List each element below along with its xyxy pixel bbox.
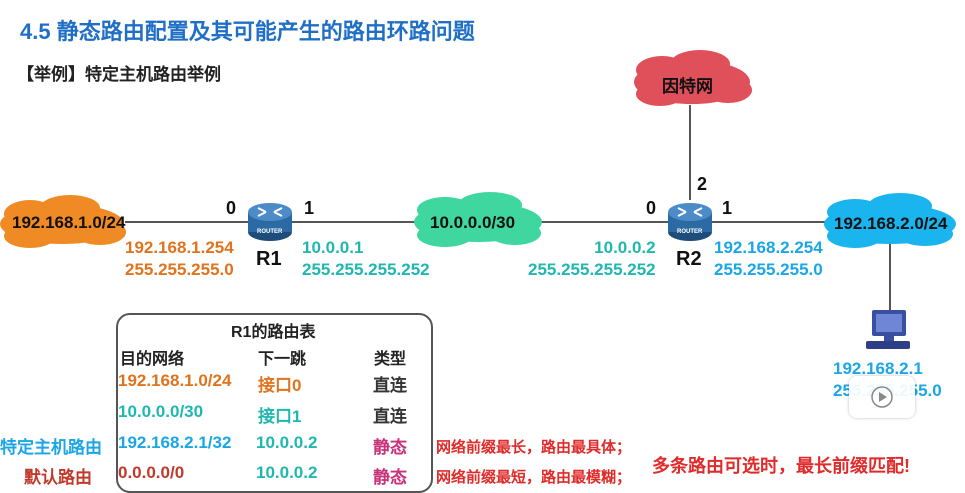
r1-if1-address: 10.0.0.1 255.255.255.252 (302, 237, 430, 281)
mid-cloud (414, 192, 542, 247)
r1-port0: 0 (226, 198, 237, 218)
row4-type: 静态 (373, 468, 407, 487)
r1-icon-caption: ROUTER (257, 229, 283, 235)
play-icon (871, 386, 893, 408)
r1-if0-address: 192.168.1.254 255.255.255.0 (125, 237, 234, 281)
row2-destination: 10.0.0.0/30 (118, 402, 204, 421)
lan1-label: 192.168.1.0/24 (12, 213, 126, 232)
r1-if1-mask: 255.255.255.252 (302, 260, 430, 279)
row4-next-hop: 10.0.0.2 (256, 463, 318, 482)
r2-port0: 0 (646, 198, 657, 218)
row2-next-hop: 接口1 (258, 407, 302, 426)
r2-if1-ip: 192.168.2.254 (714, 238, 823, 257)
row1-destination: 192.168.1.0/24 (118, 371, 232, 390)
row2-type: 直连 (373, 407, 407, 426)
longest-prefix-conclusion: 多条路由可选时，最长前缀匹配! (652, 456, 910, 476)
row1-type: 直连 (373, 376, 407, 395)
r2-if1-address: 192.168.2.254 255.255.255.0 (714, 237, 823, 281)
r1-if1-ip: 10.0.0.1 (302, 238, 364, 257)
example-subtitle: 【举例】特定主机路由举例 (17, 65, 221, 84)
header-next-hop: 下一跳 (258, 351, 307, 368)
r1-if0-ip: 192.168.1.254 (125, 238, 234, 257)
internet-cloud (634, 50, 752, 106)
r2-port1: 1 (722, 198, 733, 218)
host-computer-icon[interactable] (866, 310, 910, 349)
router-r1-icon[interactable] (248, 203, 292, 241)
internet-label: 因特网 (662, 77, 713, 96)
host-ip: 192.168.2.1 (833, 359, 923, 378)
r1-port1: 1 (304, 198, 315, 218)
routing-table-title: R1的路由表 (231, 324, 316, 341)
r2-if0-mask: 255.255.255.252 (528, 260, 656, 279)
r1-if0-mask: 255.255.255.0 (125, 260, 234, 279)
lan2-label: 192.168.2.0/24 (834, 214, 948, 233)
video-play-button[interactable] (849, 376, 915, 418)
row4-destination: 0.0.0.0/0 (118, 463, 185, 482)
r2-port2: 2 (697, 174, 708, 194)
row1-next-hop: 接口0 (258, 376, 302, 395)
row4-side-label: 默认路由 (24, 468, 92, 487)
mid-network-label: 10.0.0.0/30 (430, 213, 516, 232)
r2-icon-caption: ROUTER (677, 229, 703, 235)
router-r2-icon[interactable] (668, 203, 712, 241)
r2-if0-ip: 10.0.0.2 (594, 238, 656, 257)
r2-if1-mask: 255.255.255.0 (714, 260, 823, 279)
row3-next-hop: 10.0.0.2 (256, 433, 318, 452)
r2-if0-address: 10.0.0.2 255.255.255.252 (528, 237, 656, 281)
r1-name: R1 (256, 248, 282, 270)
page-title: 4.5 静态路由配置及其可能产生的路由环路问题 (20, 19, 475, 44)
lan2-cloud (824, 193, 956, 248)
r2-name: R2 (676, 248, 702, 270)
row4-note: 网络前缀最短，路由最模糊； (436, 469, 632, 486)
row3-destination: 192.168.2.1/32 (118, 433, 232, 452)
row3-side-label: 特定主机路由 (0, 438, 102, 457)
header-destination: 目的网络 (120, 351, 185, 368)
routing-table (116, 313, 433, 493)
row3-note: 网络前缀最长，路由最具体； (436, 439, 632, 456)
row3-type: 静态 (373, 438, 407, 457)
header-type: 类型 (374, 351, 407, 368)
lan1-cloud (0, 195, 126, 248)
